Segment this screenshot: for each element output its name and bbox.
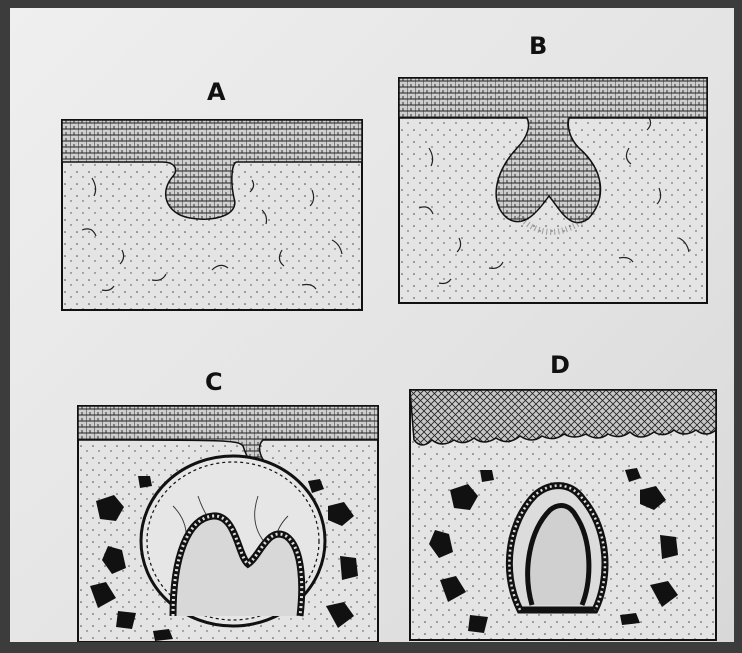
- panel-b-diagram: [399, 78, 707, 303]
- panel-d-diagram: [410, 390, 716, 640]
- panel-label-a: A: [207, 78, 226, 106]
- panel-a-diagram: [62, 120, 362, 310]
- panel-c-diagram: [78, 406, 378, 642]
- panel-label-b: B: [529, 32, 547, 60]
- book-page: A B C D: [10, 8, 734, 642]
- panel-label-d: D: [550, 351, 570, 379]
- panel-label-c: C: [205, 368, 223, 396]
